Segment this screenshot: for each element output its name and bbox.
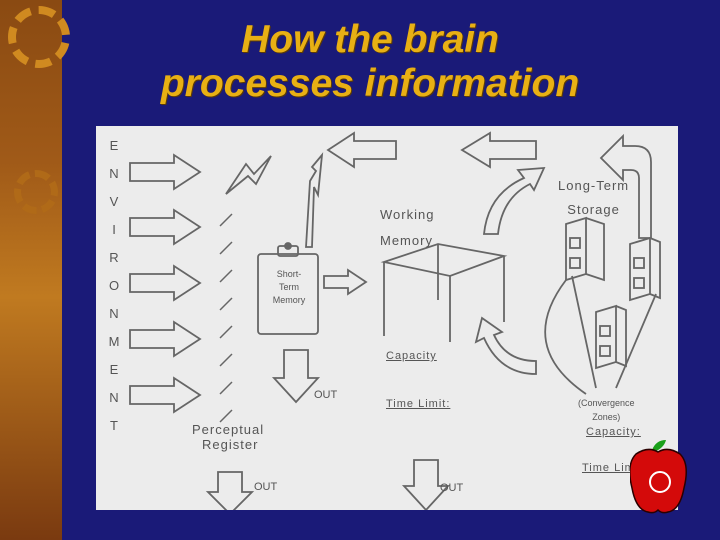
input-arrow — [129, 264, 202, 302]
convergence-zones-label: (Convergence Zones) — [578, 396, 635, 424]
label-line: Working — [380, 207, 435, 222]
rehearsal-arrow — [474, 316, 537, 375]
out-arrow — [401, 459, 451, 510]
return-arrow — [326, 131, 397, 169]
env-letter: T — [110, 418, 118, 433]
out-label: OUT — [440, 482, 464, 494]
input-arrow — [129, 208, 202, 246]
label-line: Zones) — [592, 412, 621, 422]
diagram-graphics — [129, 131, 661, 510]
short-term-memory-label: Short- Term Memory — [268, 268, 310, 307]
perceptual-strokes — [219, 213, 233, 423]
apple-icon — [630, 440, 687, 514]
out-label: OUT — [254, 481, 278, 493]
env-letter: N — [109, 166, 119, 181]
env-letter: E — [109, 362, 119, 377]
label-line: Perceptual — [192, 422, 265, 437]
working-memory-label: Working Memory — [380, 202, 434, 254]
env-letter: I — [112, 222, 116, 237]
gear-icon — [14, 170, 58, 214]
env-letter: O — [108, 278, 120, 293]
label-line: Memory — [380, 233, 433, 248]
label-line: Long-Term — [558, 178, 630, 193]
ltm-capacity-label: Capacity: — [586, 426, 641, 438]
out-arrow — [271, 349, 321, 404]
env-letter: R — [109, 250, 119, 265]
env-letter: V — [109, 194, 119, 209]
label-line: Register — [202, 437, 259, 452]
capacity-label: Capacity — [386, 350, 437, 362]
gear-icon — [8, 6, 70, 68]
title-line-1: How the brain — [241, 18, 499, 61]
input-arrow — [129, 376, 202, 414]
clipboard — [257, 253, 319, 335]
env-letter: M — [108, 334, 120, 349]
sensory-arrow — [305, 152, 324, 248]
return-arrow — [460, 131, 537, 169]
label-line: Storage — [567, 202, 620, 217]
env-letter: E — [109, 138, 119, 153]
storage-arrow — [483, 166, 546, 235]
convergence-lines — [544, 275, 657, 395]
lightning-bolt — [225, 155, 272, 195]
out-label: OUT — [314, 389, 338, 401]
label-line: Short- — [276, 269, 302, 279]
env-letter: N — [109, 306, 119, 321]
label-line: Term — [279, 282, 299, 292]
long-term-storage-label: Long-Term Storage — [558, 174, 629, 222]
retrieval-arrow — [599, 133, 652, 239]
filing-cabinets — [565, 216, 661, 370]
out-arrow — [205, 471, 255, 510]
perceptual-register-label: Perceptual Register — [192, 422, 264, 452]
time-limit-label: Time Limit: — [386, 398, 451, 410]
slide-title: How the brain processes information — [90, 18, 650, 106]
env-letter: N — [109, 390, 119, 405]
input-arrow — [129, 153, 202, 191]
decorative-gear-stripe — [0, 0, 62, 540]
input-arrow — [129, 320, 202, 358]
label-line: Memory — [272, 295, 306, 305]
stm-to-working-arrow — [323, 268, 368, 296]
label-line: (Convergence — [578, 398, 635, 408]
title-line-2: processes information — [160, 62, 580, 105]
memory-model-diagram: E N V I R O N M E N T Perceptual Registe… — [96, 126, 678, 510]
